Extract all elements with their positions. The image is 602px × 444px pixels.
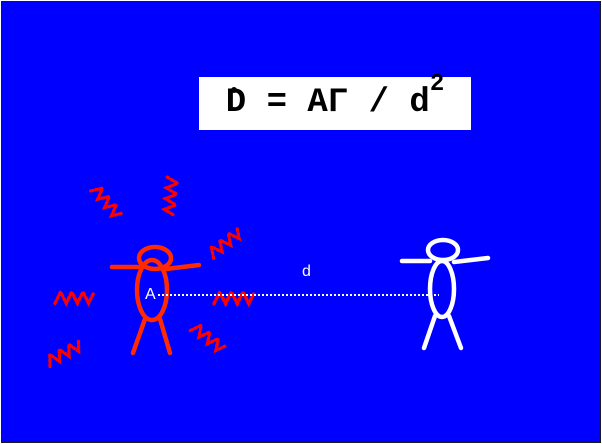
formula-exponent: 2: [429, 71, 445, 98]
source-label: A: [145, 286, 156, 303]
radiation-wave: [188, 320, 229, 356]
formula-text: D = AΓ / d: [225, 84, 430, 122]
radiation-wave: [162, 175, 180, 218]
source-figure: [109, 244, 202, 356]
radiation-wave: [205, 225, 246, 261]
radiation-waves: [43, 175, 257, 369]
radiation-wave: [53, 290, 96, 305]
formula-box: D = AΓ / d2: [199, 73, 471, 130]
observer-figure: [399, 237, 491, 351]
radiation-wave: [43, 337, 86, 369]
radiation-wave: [212, 290, 257, 306]
radiation-wave: [89, 182, 125, 222]
time-derivative-dot: [231, 87, 237, 93]
distance-label: d: [302, 263, 311, 280]
